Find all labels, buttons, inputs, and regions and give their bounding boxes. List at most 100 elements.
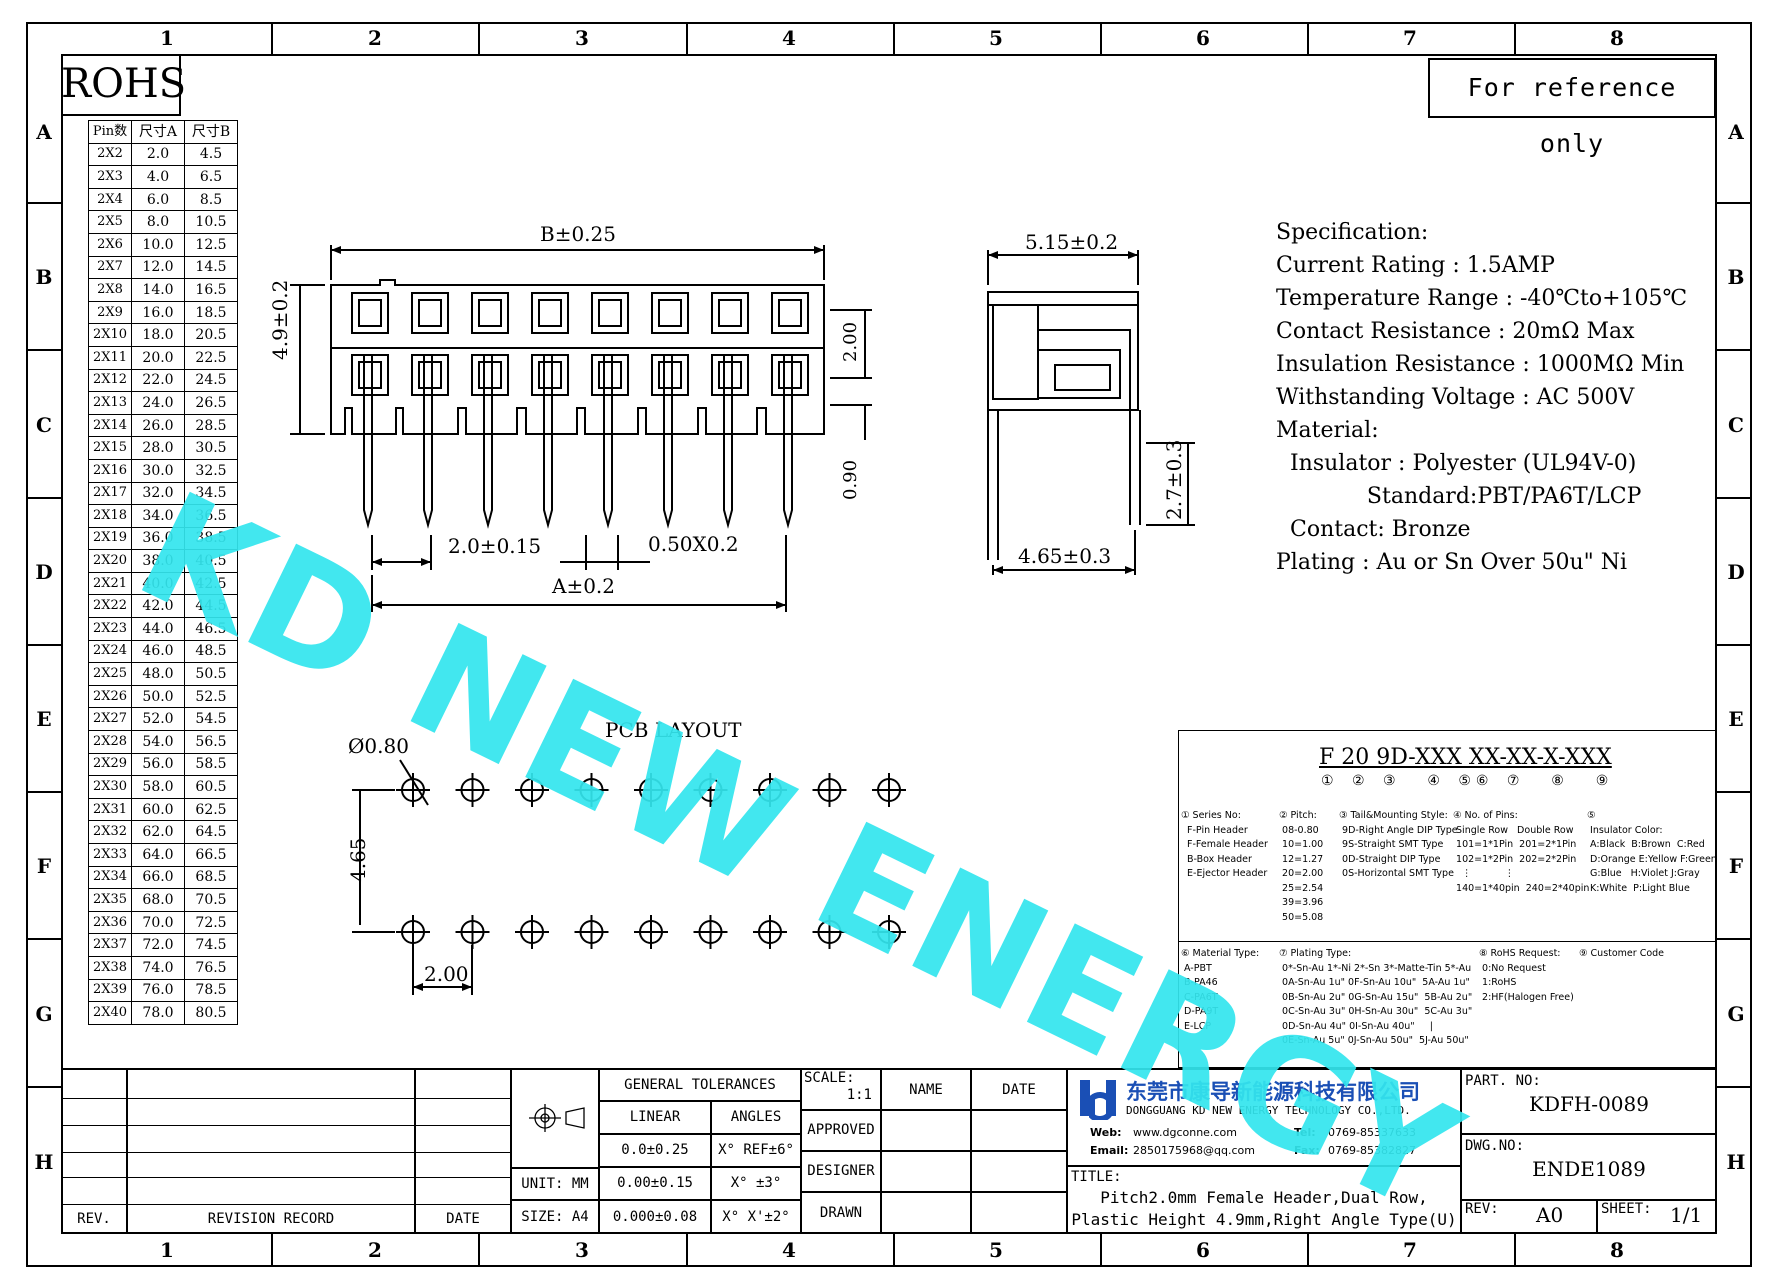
socket-window-inner: [538, 299, 562, 327]
zone-row-label: B: [35, 265, 53, 289]
linear-tol-2: 0.00±0.15: [599, 1167, 711, 1200]
zone-divider: [1514, 1234, 1516, 1267]
scale-label: SCALE:: [804, 1070, 855, 1086]
unit-label: UNIT: MM: [511, 1168, 599, 1200]
table-cell: 76.0: [131, 978, 185, 1003]
table-cell: 66.0: [131, 865, 185, 890]
zone-col-label: 3: [575, 1238, 589, 1262]
approved-label: APPROVED: [801, 1110, 881, 1151]
dwg-no-cell: DWG.NO: ENDE1089: [1461, 1134, 1717, 1200]
zone-row-label: F: [36, 854, 52, 878]
table-cell: 2X16: [88, 458, 132, 483]
web-value: www.dgconne.com: [1133, 1126, 1237, 1139]
socket-window-inner: [718, 299, 742, 327]
zone-divider: [478, 22, 480, 54]
zone-divider: [1307, 1234, 1309, 1267]
tel-value: 0769-85337633: [1328, 1126, 1416, 1139]
zone-divider: [26, 791, 61, 793]
table-cell: 38.5: [184, 526, 238, 551]
zone-divider: [26, 1086, 61, 1088]
table-cell: 68.0: [131, 888, 185, 912]
title-cell: TITLE: Pitch2.0mm Female Header,Dual Row…: [1067, 1166, 1461, 1234]
zone-col-label: 5: [989, 1238, 1003, 1262]
zone-divider: [686, 22, 688, 54]
table-cell: 22.5: [184, 345, 238, 370]
series-legend: ① Series No: F-Pin Header F-Female Heade…: [1181, 810, 1268, 879]
title-label: TITLE:: [1071, 1169, 1122, 1185]
zone-divider: [1717, 644, 1752, 646]
zone-divider: [1717, 497, 1752, 499]
table-cell: 52.5: [184, 684, 238, 709]
socket-window-inner: [598, 299, 622, 327]
zone-row-label: D: [1727, 560, 1745, 584]
zone-col-label: 6: [1196, 26, 1210, 50]
dwg-no-value: ENDE1089: [1532, 1157, 1646, 1181]
table-cell: 2X39: [88, 978, 132, 1003]
socket-window-bottom: [471, 354, 509, 396]
rohs-mark: ROHS: [61, 54, 186, 116]
socket-window-inner: [778, 299, 802, 327]
linear-label: LINEAR: [599, 1101, 711, 1134]
table-cell: 2X12: [88, 368, 132, 393]
table-cell: 72.5: [184, 910, 238, 935]
general-tolerances: GENERAL TOLERANCES: [599, 1068, 801, 1101]
company-cell: 东莞市康导新能源科技有限公司 DONGGUANG KD NEW ENERGY T…: [1067, 1068, 1461, 1166]
tel-label: Tel:: [1294, 1126, 1316, 1139]
zone-row-label: A: [36, 120, 52, 144]
sheet-cell: SHEET: 1/1: [1597, 1200, 1717, 1234]
spec-line: Material:: [1276, 418, 1379, 443]
pin: [663, 355, 673, 529]
sheet-value: 1/1: [1670, 1203, 1703, 1227]
spec-line: Contact: Bronze: [1276, 517, 1471, 542]
socket-window-top: [591, 292, 629, 334]
scale-value: 1:1: [846, 1087, 872, 1103]
date-label: DATE: [415, 1204, 511, 1234]
table-cell: 70.5: [184, 888, 238, 912]
socket-window-top: [651, 292, 689, 334]
part-code: F 20 9D-XXX XX-XX-X-XXX: [1319, 745, 1612, 770]
table-cell: 20.5: [184, 323, 238, 347]
socket-window-top: [351, 292, 389, 334]
zone-row-label: D: [35, 560, 53, 584]
spec-line: Current Rating : 1.5AMP: [1276, 253, 1555, 278]
socket-window-bottom: [531, 354, 569, 396]
company-name-en: DONGGUANG KD NEW ENERGY TECHNOLOGY CO.,L…: [1126, 1104, 1411, 1117]
spec-line: Temperature Range : -40℃to+105℃: [1276, 286, 1688, 311]
zone-col-label: 4: [782, 26, 796, 50]
zone-col-label: 5: [989, 26, 1003, 50]
table-cell: 2X10: [88, 323, 132, 347]
socket-window-inner: [418, 361, 442, 389]
zone-divider: [1717, 791, 1752, 793]
spec-line: Specification:: [1276, 220, 1429, 245]
rev-field-label: REV:: [1465, 1201, 1499, 1217]
spec-line: Insulator : Polyester (UL94V-0): [1276, 451, 1637, 476]
spec-line: Insulation Resistance : 1000MΩ Min: [1276, 352, 1685, 377]
socket-window-inner: [778, 361, 802, 389]
zone-row-label: G: [1727, 1002, 1745, 1026]
table-cell: 74.5: [184, 933, 238, 957]
drawn-label: DRAWN: [801, 1192, 881, 1234]
table-cell: 2X27: [88, 707, 132, 732]
zone-divider: [26, 644, 61, 646]
pin: [483, 355, 493, 529]
table-cell: 16.0: [131, 300, 185, 325]
style-legend: ③ Tail&Mounting Style: 9D-Right Angle DI…: [1339, 810, 1458, 879]
table-cell: 66.5: [184, 843, 238, 867]
table-cell: 2X18: [88, 504, 132, 528]
table-cell: 2X2: [88, 142, 132, 167]
table-cell: 78.0: [131, 1001, 185, 1025]
zone-divider: [26, 349, 61, 351]
dim-side-width: 5.15±0.2: [1025, 230, 1119, 254]
